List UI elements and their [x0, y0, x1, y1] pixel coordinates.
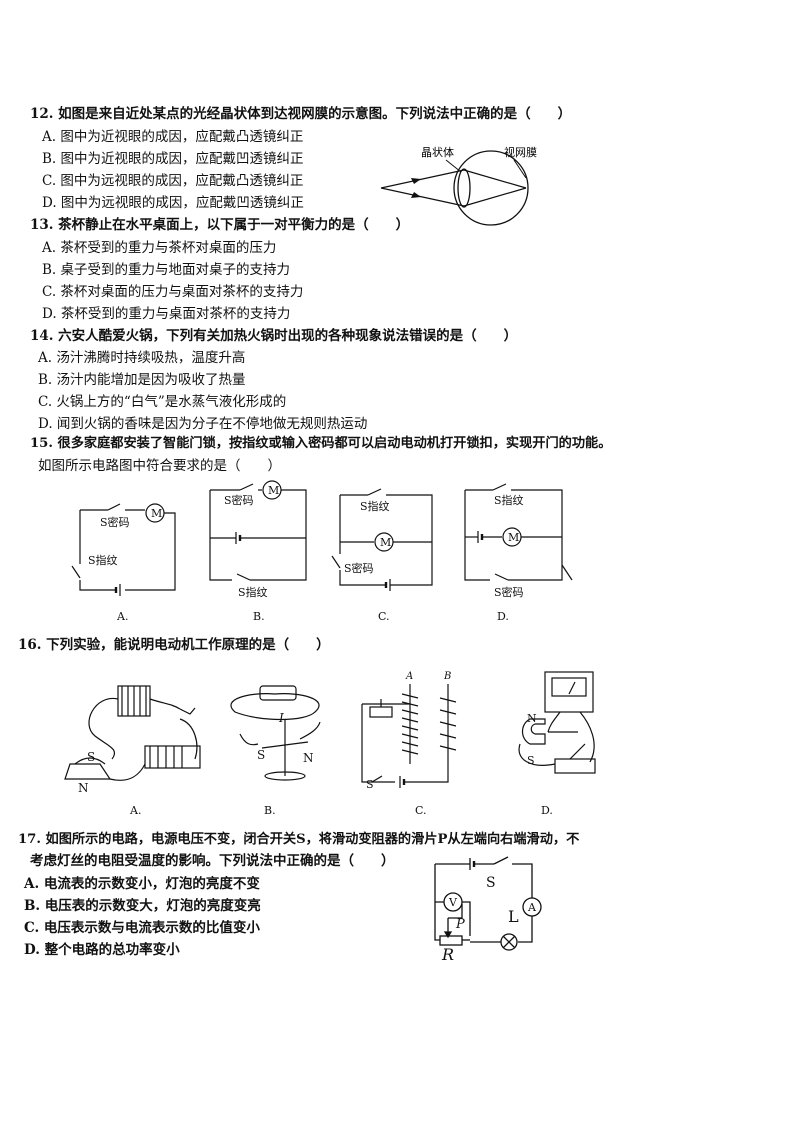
circuit-d-s-password: S密码: [494, 585, 524, 599]
q16-label-b: B.: [264, 804, 276, 817]
q17-fig-v: V: [448, 896, 458, 909]
q14-option-a: A. 汤汁沸腾时持续吸热，温度升高: [38, 350, 246, 366]
q16-c-switch: S: [366, 778, 374, 791]
circuit-a-s-password: S密码: [100, 515, 130, 529]
q14-option-d: D. 闻到火锅的香味是因为分子在不停地做无规则热运动: [38, 416, 368, 432]
lens-label: 晶状体: [421, 145, 454, 159]
q17-fig-s: S: [486, 875, 496, 891]
q16-b-current: I: [278, 711, 284, 725]
q14-stem: 14. 六安人酷爱火锅，下列有关加热火锅时出现的各种现象说法错误的是（ ）: [30, 328, 518, 344]
q16-label-c: C.: [415, 804, 427, 817]
motor-d: M: [508, 531, 519, 544]
q17-option-a: A. 电流表的示数变小，灯泡的亮度不变: [24, 876, 260, 892]
motor-b: M: [268, 484, 279, 497]
circuit-c-s-password: S密码: [344, 561, 374, 575]
q16-b-pole-n: N: [303, 751, 314, 765]
q17-stem: 17. 如图所示的电路，电源电压不变，闭合开关S，将滑动变阻器的滑片P从左端向右…: [18, 832, 580, 847]
q15-label-c: C.: [378, 610, 390, 623]
q13-option-d: D. 茶杯受到的重力与桌面对茶杯的支持力: [42, 306, 291, 322]
q15-label-b: B.: [253, 610, 265, 623]
q16-stem: 16. 下列实验，能说明电动机工作原理的是（ ）: [18, 637, 330, 653]
q17-circuit: S V A L P R: [434, 856, 542, 964]
q15-circuits: M M M M S密码 S指纹 S密码 S指纹 S指纹 S密码 S指纹 S密码: [71, 480, 573, 599]
q12-option-d: D. 图中为远视眼的成因，应配戴凹透镜纠正: [42, 195, 304, 211]
circuit-c-s-finger: S指纹: [360, 499, 390, 513]
q17-fig-r: R: [441, 945, 454, 964]
retina-label: 视网膜: [504, 145, 537, 159]
q13-option-a: A. 茶杯受到的重力与茶杯对桌面的压力: [42, 240, 277, 256]
q16-experiments: S N I S N A B S N S: [64, 671, 596, 795]
q16-d-pole-s: S: [527, 754, 535, 767]
motor-c: M: [380, 536, 391, 549]
q16-c-nail-a: A: [405, 671, 413, 682]
q17-fig-p: P: [455, 917, 465, 932]
q17-option-d: D. 整个电路的总功率变小: [24, 942, 180, 958]
q17-stem-2: 考虑灯丝的电阻受温度的影响。下列说法中正确的是（ ）: [30, 853, 395, 869]
q13-option-b: B. 桌子受到的重力与地面对桌子的支持力: [42, 262, 291, 278]
q17-fig-l: L: [508, 907, 519, 926]
q16-b-pole-s: S: [257, 748, 265, 762]
q16-label-a: A.: [130, 804, 142, 817]
q14-option-b: B. 汤汁内能增加是因为吸收了热量: [38, 372, 246, 388]
q17-option-b: B. 电压表的示数变大，灯泡的亮度变亮: [24, 898, 261, 914]
q15-label-d: D.: [497, 610, 509, 623]
q16-d-pole-n: N: [527, 712, 537, 725]
q12-stem: 12. 如图是来自近处某点的光经晶状体到达视网膜的示意图。下列说法中正确的是（ …: [30, 106, 572, 122]
circuit-a-s-finger: S指纹: [88, 553, 118, 567]
q13-option-c: C. 茶杯对桌面的压力与桌面对茶杯的支持力: [42, 284, 304, 300]
q16-a-pole-s: S: [87, 750, 95, 764]
q15-stem-2: 如图所示电路图中符合要求的是（ ）: [38, 458, 281, 474]
q16-c-nail-b: B: [443, 671, 451, 682]
circuit-d-s-finger: S指纹: [494, 493, 524, 507]
q12-option-b: B. 图中为近视眼的成因，应配戴凹透镜纠正: [42, 151, 304, 167]
circuit-b-s-finger: S指纹: [238, 585, 268, 599]
q12-option-a: A. 图中为近视眼的成因，应配戴凸透镜纠正: [42, 129, 304, 145]
q17-fig-a: A: [527, 901, 537, 914]
q13-stem: 13. 茶杯静止在水平桌面上，以下属于一对平衡力的是（ ）: [30, 217, 410, 233]
q15-stem: 15. 很多家庭都安装了智能门锁，按指纹或输入密码都可以启动电动机打开锁扣，实现…: [30, 436, 612, 451]
motor-a: M: [151, 507, 162, 520]
circuit-b-s-password: S密码: [224, 493, 254, 507]
q17-option-c: C. 电压表示数与电流表示数的比值变小: [24, 920, 260, 936]
q16-a-pole-n: N: [78, 781, 89, 795]
q15-label-a: A.: [117, 610, 129, 623]
q14-option-c: C. 火锅上方的“白气”是水蒸气液化形成的: [38, 394, 287, 410]
q16-label-d: D.: [541, 804, 553, 817]
eye-diagram: 晶状体 视网膜: [380, 145, 537, 226]
q12-option-c: C. 图中为远视眼的成因，应配戴凸透镜纠正: [42, 173, 304, 189]
